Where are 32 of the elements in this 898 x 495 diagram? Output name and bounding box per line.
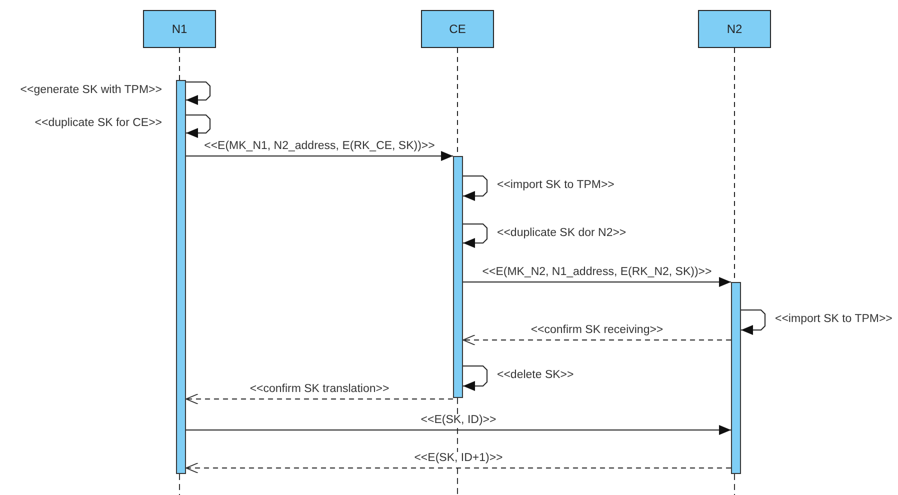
message-label: <<generate SK with TPM>> [18,84,164,97]
message-label: <<import SK to TPM>> [773,313,894,326]
activation-bar [453,156,463,398]
message-label: <<confirm SK receiving>> [528,324,666,337]
message-label: <<E(SK, ID+1)>> [412,452,505,465]
message-label: <<import SK to TPM>> [495,179,616,192]
self-message-arrow [740,310,766,335]
lifeline-name: N1 [172,22,188,36]
self-message-arrow [462,224,488,248]
message-label: <<E(MK_N2, N1_address, E(RK_N2, SK))>> [480,266,714,279]
return-message-arrow [186,394,454,404]
message-arrow [462,277,732,287]
message-arrow [186,425,732,435]
lifeline-name: N2 [726,22,742,36]
lifeline-header [143,10,216,48]
activation-bar [176,80,186,474]
self-message-arrow [186,114,210,138]
message-label: <<E(SK, ID)>> [418,414,498,427]
self-message-arrow [186,82,210,105]
message-label: <<E(MK_N1, N2_address, E(RK_CE, SK))>> [202,140,437,153]
lifeline-header [421,10,494,48]
message-label: <<duplicate SK for CE>> [32,117,164,130]
activation-bar [731,282,741,474]
lifeline [179,48,180,80]
lifeline-header [698,10,771,48]
return-message-arrow [186,462,732,474]
message-arrow [186,151,454,161]
lifeline-name: CE [449,22,466,36]
self-message-arrow [462,176,488,201]
message-label: <<duplicate SK dor N2>> [495,226,628,240]
self-message-arrow [462,366,488,391]
return-message-arrow [462,334,732,346]
